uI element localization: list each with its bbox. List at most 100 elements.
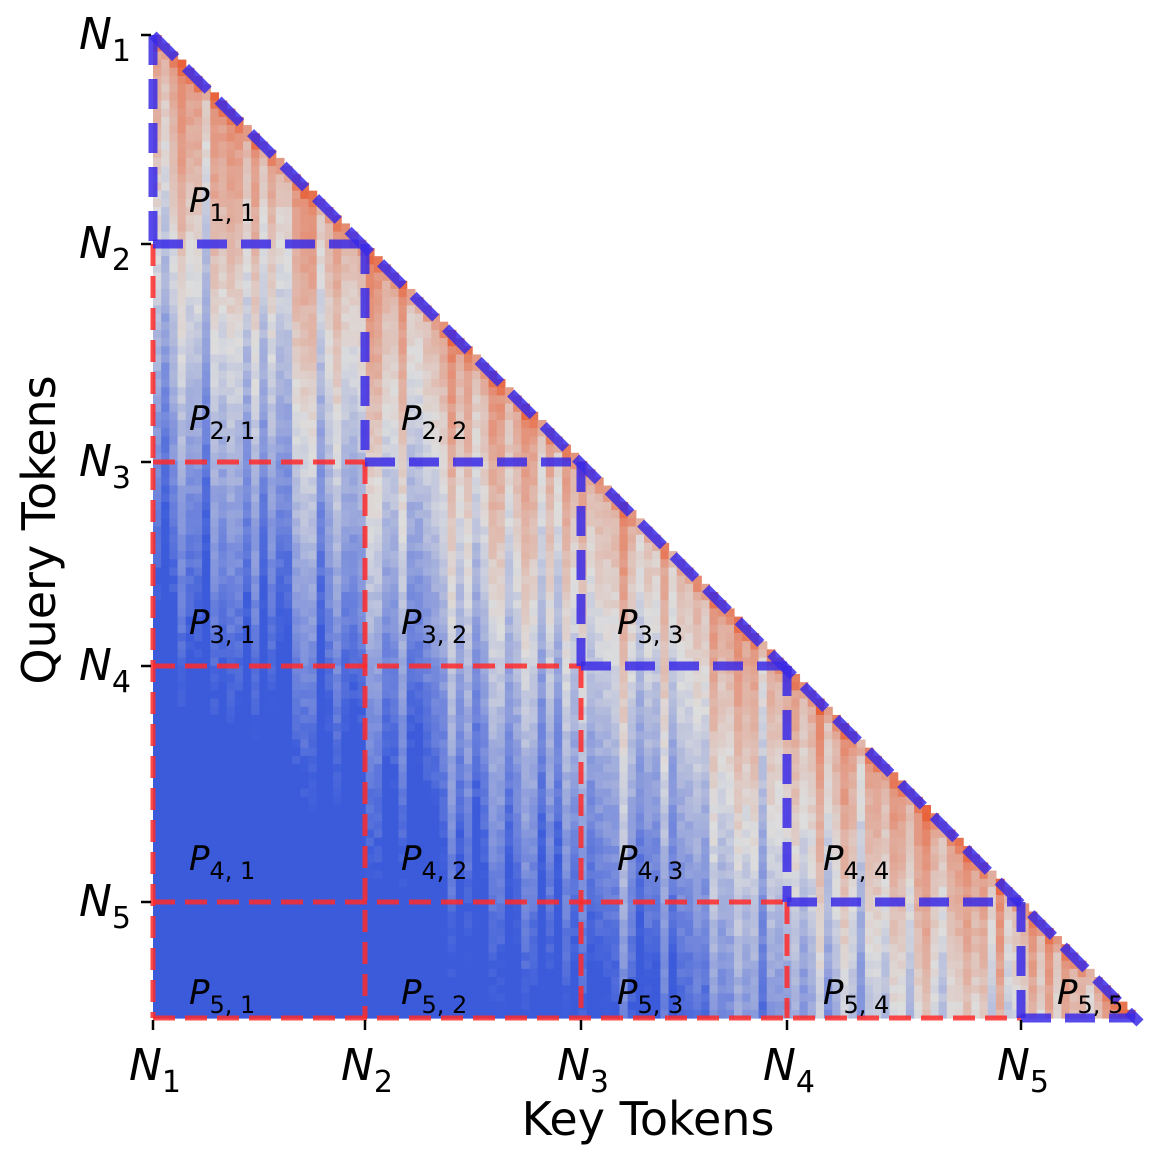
heatmap-cell	[202, 452, 211, 462]
heatmap-cell	[553, 780, 563, 790]
heatmap-cell	[161, 207, 170, 216]
heatmap-cell	[292, 510, 301, 519]
heatmap-cell	[259, 845, 269, 855]
heatmap-cell	[447, 829, 457, 839]
heatmap-cell	[799, 805, 809, 814]
heatmap-cell	[341, 354, 350, 364]
heatmap-cell	[414, 567, 424, 577]
heatmap-cell	[226, 116, 236, 126]
heatmap-cell	[251, 616, 260, 626]
heatmap-cell	[668, 592, 678, 601]
heatmap-cell	[316, 764, 326, 773]
heatmap-cell	[275, 526, 285, 536]
heatmap-cell	[611, 649, 621, 659]
heatmap-cell	[537, 649, 547, 659]
heatmap-cell	[234, 764, 244, 773]
heatmap-cell	[185, 288, 195, 298]
heatmap-cell	[251, 157, 260, 167]
heatmap-cell	[382, 280, 391, 290]
heatmap-cell	[423, 403, 432, 413]
heatmap-cell	[513, 747, 522, 757]
heatmap-cell	[693, 772, 702, 782]
heatmap-cell	[840, 796, 850, 806]
heatmap-cell	[431, 387, 441, 397]
heatmap-cell	[341, 379, 350, 388]
heatmap-cell	[742, 690, 751, 700]
heatmap-cell	[234, 534, 244, 544]
heatmap-cell	[545, 600, 555, 610]
heatmap-cell	[316, 280, 326, 290]
heatmap-cell	[161, 837, 170, 847]
heatmap-cell	[635, 690, 645, 700]
heatmap-cell	[292, 313, 301, 323]
heatmap-cell	[153, 346, 162, 356]
heatmap-cell	[562, 608, 571, 618]
heatmap-cell	[300, 313, 310, 323]
heatmap-cell	[439, 534, 449, 544]
heatmap-cell	[529, 829, 539, 839]
heatmap-cell	[333, 772, 342, 782]
heatmap-cell	[202, 92, 211, 102]
heatmap-cell	[365, 493, 375, 503]
heatmap-cell	[717, 673, 727, 683]
heatmap-cell	[226, 821, 236, 831]
heatmap-cell	[676, 829, 686, 839]
heatmap-cell	[324, 542, 334, 552]
heatmap-cell	[210, 805, 220, 814]
heatmap-cell	[341, 698, 350, 708]
heatmap-cell	[423, 690, 432, 700]
heatmap-cell	[218, 223, 228, 233]
heatmap-cell	[193, 215, 203, 225]
heatmap-cell	[586, 477, 596, 487]
heatmap-cell	[791, 755, 801, 765]
heatmap-cell	[333, 362, 342, 372]
heatmap-cell	[308, 780, 318, 790]
heatmap-cell	[480, 632, 490, 642]
heatmap-cell	[259, 796, 269, 806]
heatmap-cell	[398, 714, 408, 724]
heatmap-cell	[316, 673, 326, 683]
heatmap-cell	[734, 706, 743, 716]
heatmap-cell	[210, 338, 220, 347]
heatmap-cell	[537, 813, 547, 822]
heatmap-cell	[684, 632, 694, 642]
heatmap-cell	[660, 813, 670, 822]
heatmap-cell	[210, 673, 220, 683]
heatmap-cell	[644, 706, 653, 716]
heatmap-cell	[324, 657, 334, 667]
heatmap-cell	[169, 788, 179, 798]
heatmap-cell	[717, 821, 727, 831]
heatmap-cell	[463, 403, 473, 413]
heatmap-cell	[668, 608, 678, 618]
heatmap-cell	[562, 542, 571, 552]
heatmap-cell	[709, 690, 719, 700]
heatmap-cell	[431, 821, 441, 831]
heatmap-cell	[684, 649, 694, 659]
heatmap-cell	[357, 551, 367, 560]
heatmap-cell	[390, 772, 400, 782]
heatmap-cell	[701, 796, 711, 806]
heatmap-cell	[521, 624, 531, 634]
heatmap-cell	[603, 608, 612, 618]
heatmap-cell	[169, 460, 179, 470]
heatmap-cell	[774, 837, 784, 847]
heatmap-cell	[365, 542, 375, 552]
heatmap-cell	[504, 739, 514, 749]
heatmap-cell	[243, 477, 252, 487]
heatmap-cell	[881, 821, 891, 831]
heatmap-cell	[824, 772, 833, 782]
heatmap-cell	[537, 747, 547, 757]
heatmap-cell	[644, 690, 653, 700]
heatmap-cell	[513, 632, 522, 642]
heatmap-cell	[431, 592, 441, 601]
heatmap-cell	[766, 780, 776, 790]
heatmap-cell	[357, 608, 367, 618]
heatmap-cell	[251, 780, 260, 790]
heatmap-cell	[169, 272, 179, 282]
heatmap-cell	[644, 673, 653, 683]
heatmap-cell	[234, 420, 244, 429]
heatmap-cell	[349, 575, 359, 585]
heatmap-cell	[243, 444, 252, 454]
heatmap-cell	[193, 493, 203, 503]
heatmap-cell	[840, 821, 850, 831]
